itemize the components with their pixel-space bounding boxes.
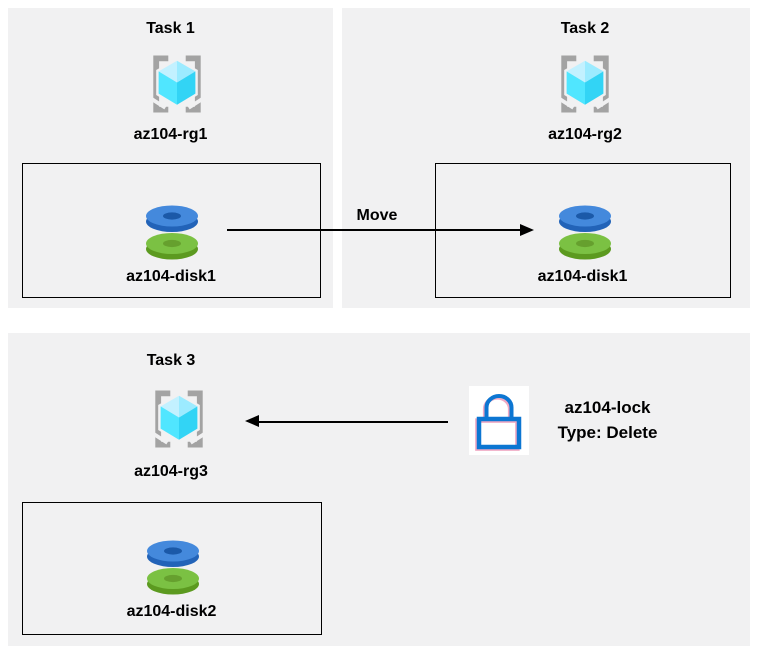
azure-resource-group-icon <box>148 390 210 448</box>
lock-name-label: az104-lock <box>564 398 651 417</box>
task2-disk-label: az104-disk1 <box>537 268 628 285</box>
lock-tile <box>469 386 529 455</box>
right-arrowhead-icon <box>520 223 534 236</box>
azure-managed-disk-icon <box>559 205 611 260</box>
task1-panel: Task 1 az104-rg1 az104-disk1 <box>8 8 333 308</box>
task3-disk-box: az104-disk2 <box>22 502 322 635</box>
lock-arrow-line <box>258 421 448 423</box>
left-arrowhead-icon <box>245 415 259 427</box>
task2-title: Task 2 <box>560 20 610 37</box>
resource-lock-icon <box>475 394 522 451</box>
task3-title: Task 3 <box>146 352 196 369</box>
task3-disk-label: az104-disk2 <box>126 603 217 620</box>
lock-annotation: az104-lock Type: Delete <box>535 395 680 445</box>
task2-resource-group-label: az104-rg2 <box>548 126 622 143</box>
task3-resource-group-label: az104-rg3 <box>134 463 208 480</box>
move-arrow-line <box>227 229 521 231</box>
azure-managed-disk-icon <box>147 540 199 595</box>
task2-disk-box: az104-disk1 <box>435 163 731 298</box>
task1-disk-box: az104-disk1 <box>22 163 321 298</box>
azure-managed-disk-icon <box>146 205 198 260</box>
move-label: Move <box>356 207 398 224</box>
azure-resource-group-icon <box>146 55 208 113</box>
azure-resource-group-icon <box>554 55 616 113</box>
task3-panel: Task 3 az104-rg3 az104-disk2 <box>8 333 750 646</box>
task1-title: Task 1 <box>146 20 195 37</box>
task1-resource-group-label: az104-rg1 <box>133 126 208 143</box>
task1-disk-label: az104-disk1 <box>126 268 216 285</box>
lock-type-label: Type: Delete <box>557 423 658 442</box>
task2-panel: Task 2 az104-rg2 az104-disk1 <box>342 8 750 308</box>
